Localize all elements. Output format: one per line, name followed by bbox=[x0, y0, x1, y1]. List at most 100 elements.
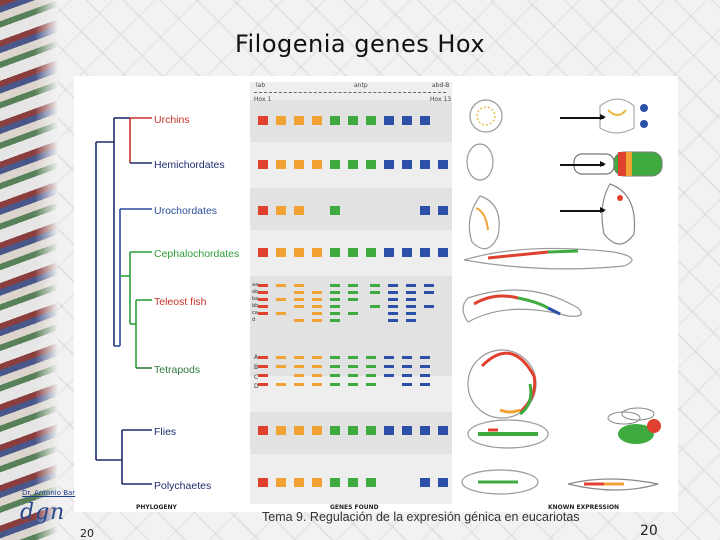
hox-gene-block bbox=[330, 426, 340, 435]
hox-gene-block bbox=[366, 383, 376, 386]
mouse-embryo-illustration bbox=[467, 349, 537, 419]
hox-gene-block bbox=[276, 284, 286, 287]
hox-gene-block bbox=[348, 374, 358, 377]
hox-gene-block bbox=[312, 319, 322, 322]
hox-gene-block bbox=[312, 248, 322, 257]
taxon-urchins: Urchins bbox=[154, 114, 190, 126]
hox-gene-block bbox=[330, 305, 340, 308]
hox-gene-block bbox=[402, 374, 412, 377]
column-header-known-expression: KNOWN EXPRESSION bbox=[548, 504, 620, 511]
fish-cluster-label: ba bbox=[252, 296, 259, 302]
hox-gene-block bbox=[258, 291, 268, 294]
hox-gene-block bbox=[276, 248, 286, 257]
hox-gene-block bbox=[330, 478, 340, 487]
hox-gene-block bbox=[420, 116, 430, 125]
hox-gene-block bbox=[348, 478, 358, 487]
hox-gene-block bbox=[330, 312, 340, 315]
arrow bbox=[560, 207, 606, 213]
hox-gene-block bbox=[402, 116, 412, 125]
hox-gene-block bbox=[276, 356, 286, 359]
hox-gene-block bbox=[294, 206, 304, 215]
hox-gene-block bbox=[258, 356, 268, 359]
hox-gene-block bbox=[366, 248, 376, 257]
hox-gene-block bbox=[388, 305, 398, 308]
tetrapod-cluster-label: A bbox=[254, 354, 259, 361]
hox-gene-block bbox=[406, 298, 416, 301]
hox-gene-block bbox=[258, 478, 268, 487]
hox-gene-block bbox=[294, 291, 304, 294]
hox-gene-block bbox=[348, 383, 358, 386]
author-link[interactable]: Dr. Antonio Bar bbox=[22, 489, 76, 497]
hox-gene-block bbox=[366, 365, 376, 368]
hox-gene-block bbox=[384, 116, 394, 125]
hox-gene-block bbox=[312, 312, 322, 315]
hox-gene-block bbox=[406, 312, 416, 315]
hox-gene-block bbox=[258, 160, 268, 169]
hox-gene-block bbox=[388, 312, 398, 315]
hox-gene-block bbox=[406, 305, 416, 308]
hox-gene-block bbox=[294, 356, 304, 359]
hox-gene-block bbox=[348, 312, 358, 315]
hox-gene-block bbox=[312, 305, 322, 308]
hox-gene-block bbox=[420, 365, 430, 368]
hox-gene-block bbox=[388, 298, 398, 301]
hox-gene-block bbox=[438, 206, 448, 215]
hox-gene-block bbox=[406, 291, 416, 294]
hox-gene-block bbox=[312, 160, 322, 169]
hox-gene-block bbox=[366, 116, 376, 125]
hox-gene-block bbox=[438, 160, 448, 169]
taxon-urochordates: Urochordates bbox=[154, 205, 218, 217]
hox-header-antp: antp bbox=[354, 82, 368, 89]
hox-gene-block bbox=[312, 356, 322, 359]
dna-decoration bbox=[0, 0, 58, 540]
dgn-logo: dgn bbox=[20, 500, 66, 525]
hox-gene-block bbox=[370, 305, 380, 308]
hox-gene-block bbox=[402, 160, 412, 169]
hox-gene-block bbox=[366, 356, 376, 359]
hox-header-hox1: Hox 1 bbox=[254, 96, 272, 103]
arrow bbox=[560, 161, 606, 167]
hox-gene-block bbox=[258, 206, 268, 215]
hox-gene-block bbox=[258, 312, 268, 315]
hox-gene-block bbox=[406, 319, 416, 322]
hox-phylogeny-figure: lab Hox 1 antp abd-B Hox 13 bbox=[74, 76, 678, 512]
page-number-right: 20 bbox=[640, 523, 658, 539]
hox-gene-block bbox=[402, 248, 412, 257]
hox-gene-block bbox=[294, 383, 304, 386]
hox-gene-block bbox=[384, 365, 394, 368]
tetrapod-cluster-label: B bbox=[254, 364, 259, 371]
hox-gene-block bbox=[424, 305, 434, 308]
hox-gene-block bbox=[294, 305, 304, 308]
hox-gene-block bbox=[388, 291, 398, 294]
polychaete-illustration bbox=[461, 469, 659, 495]
hox-gene-block bbox=[366, 160, 376, 169]
tetrapod-cluster-label: C bbox=[254, 374, 259, 381]
hox-gene-block bbox=[370, 291, 380, 294]
hox-gene-block bbox=[294, 478, 304, 487]
hox-gene-block bbox=[330, 319, 340, 322]
hox-gene-block bbox=[348, 426, 358, 435]
phylogeny-tree bbox=[95, 117, 152, 485]
hox-gene-block bbox=[312, 365, 322, 368]
hox-gene-block bbox=[294, 160, 304, 169]
hox-gene-block bbox=[384, 160, 394, 169]
hox-gene-block bbox=[348, 284, 358, 287]
hox-gene-block bbox=[402, 426, 412, 435]
arrow bbox=[560, 114, 606, 120]
hox-gene-block bbox=[276, 312, 286, 315]
taxon-teleost-fish: Teleost fish bbox=[154, 296, 207, 308]
hox-gene-block bbox=[276, 383, 286, 386]
tetrapod-cluster-label: D bbox=[254, 383, 259, 390]
hox-gene-block bbox=[330, 356, 340, 359]
hox-gene-block bbox=[330, 248, 340, 257]
fish-cluster-label: bb bbox=[252, 303, 259, 309]
hox-gene-block bbox=[258, 305, 268, 308]
hox-gene-block bbox=[384, 374, 394, 377]
hox-gene-block bbox=[388, 284, 398, 287]
hox-gene-block bbox=[312, 383, 322, 386]
hox-gene-block bbox=[420, 206, 430, 215]
hox-gene-block bbox=[276, 365, 286, 368]
hox-gene-block bbox=[330, 206, 340, 215]
hox-gene-block bbox=[348, 116, 358, 125]
hox-gene-block bbox=[312, 298, 322, 301]
